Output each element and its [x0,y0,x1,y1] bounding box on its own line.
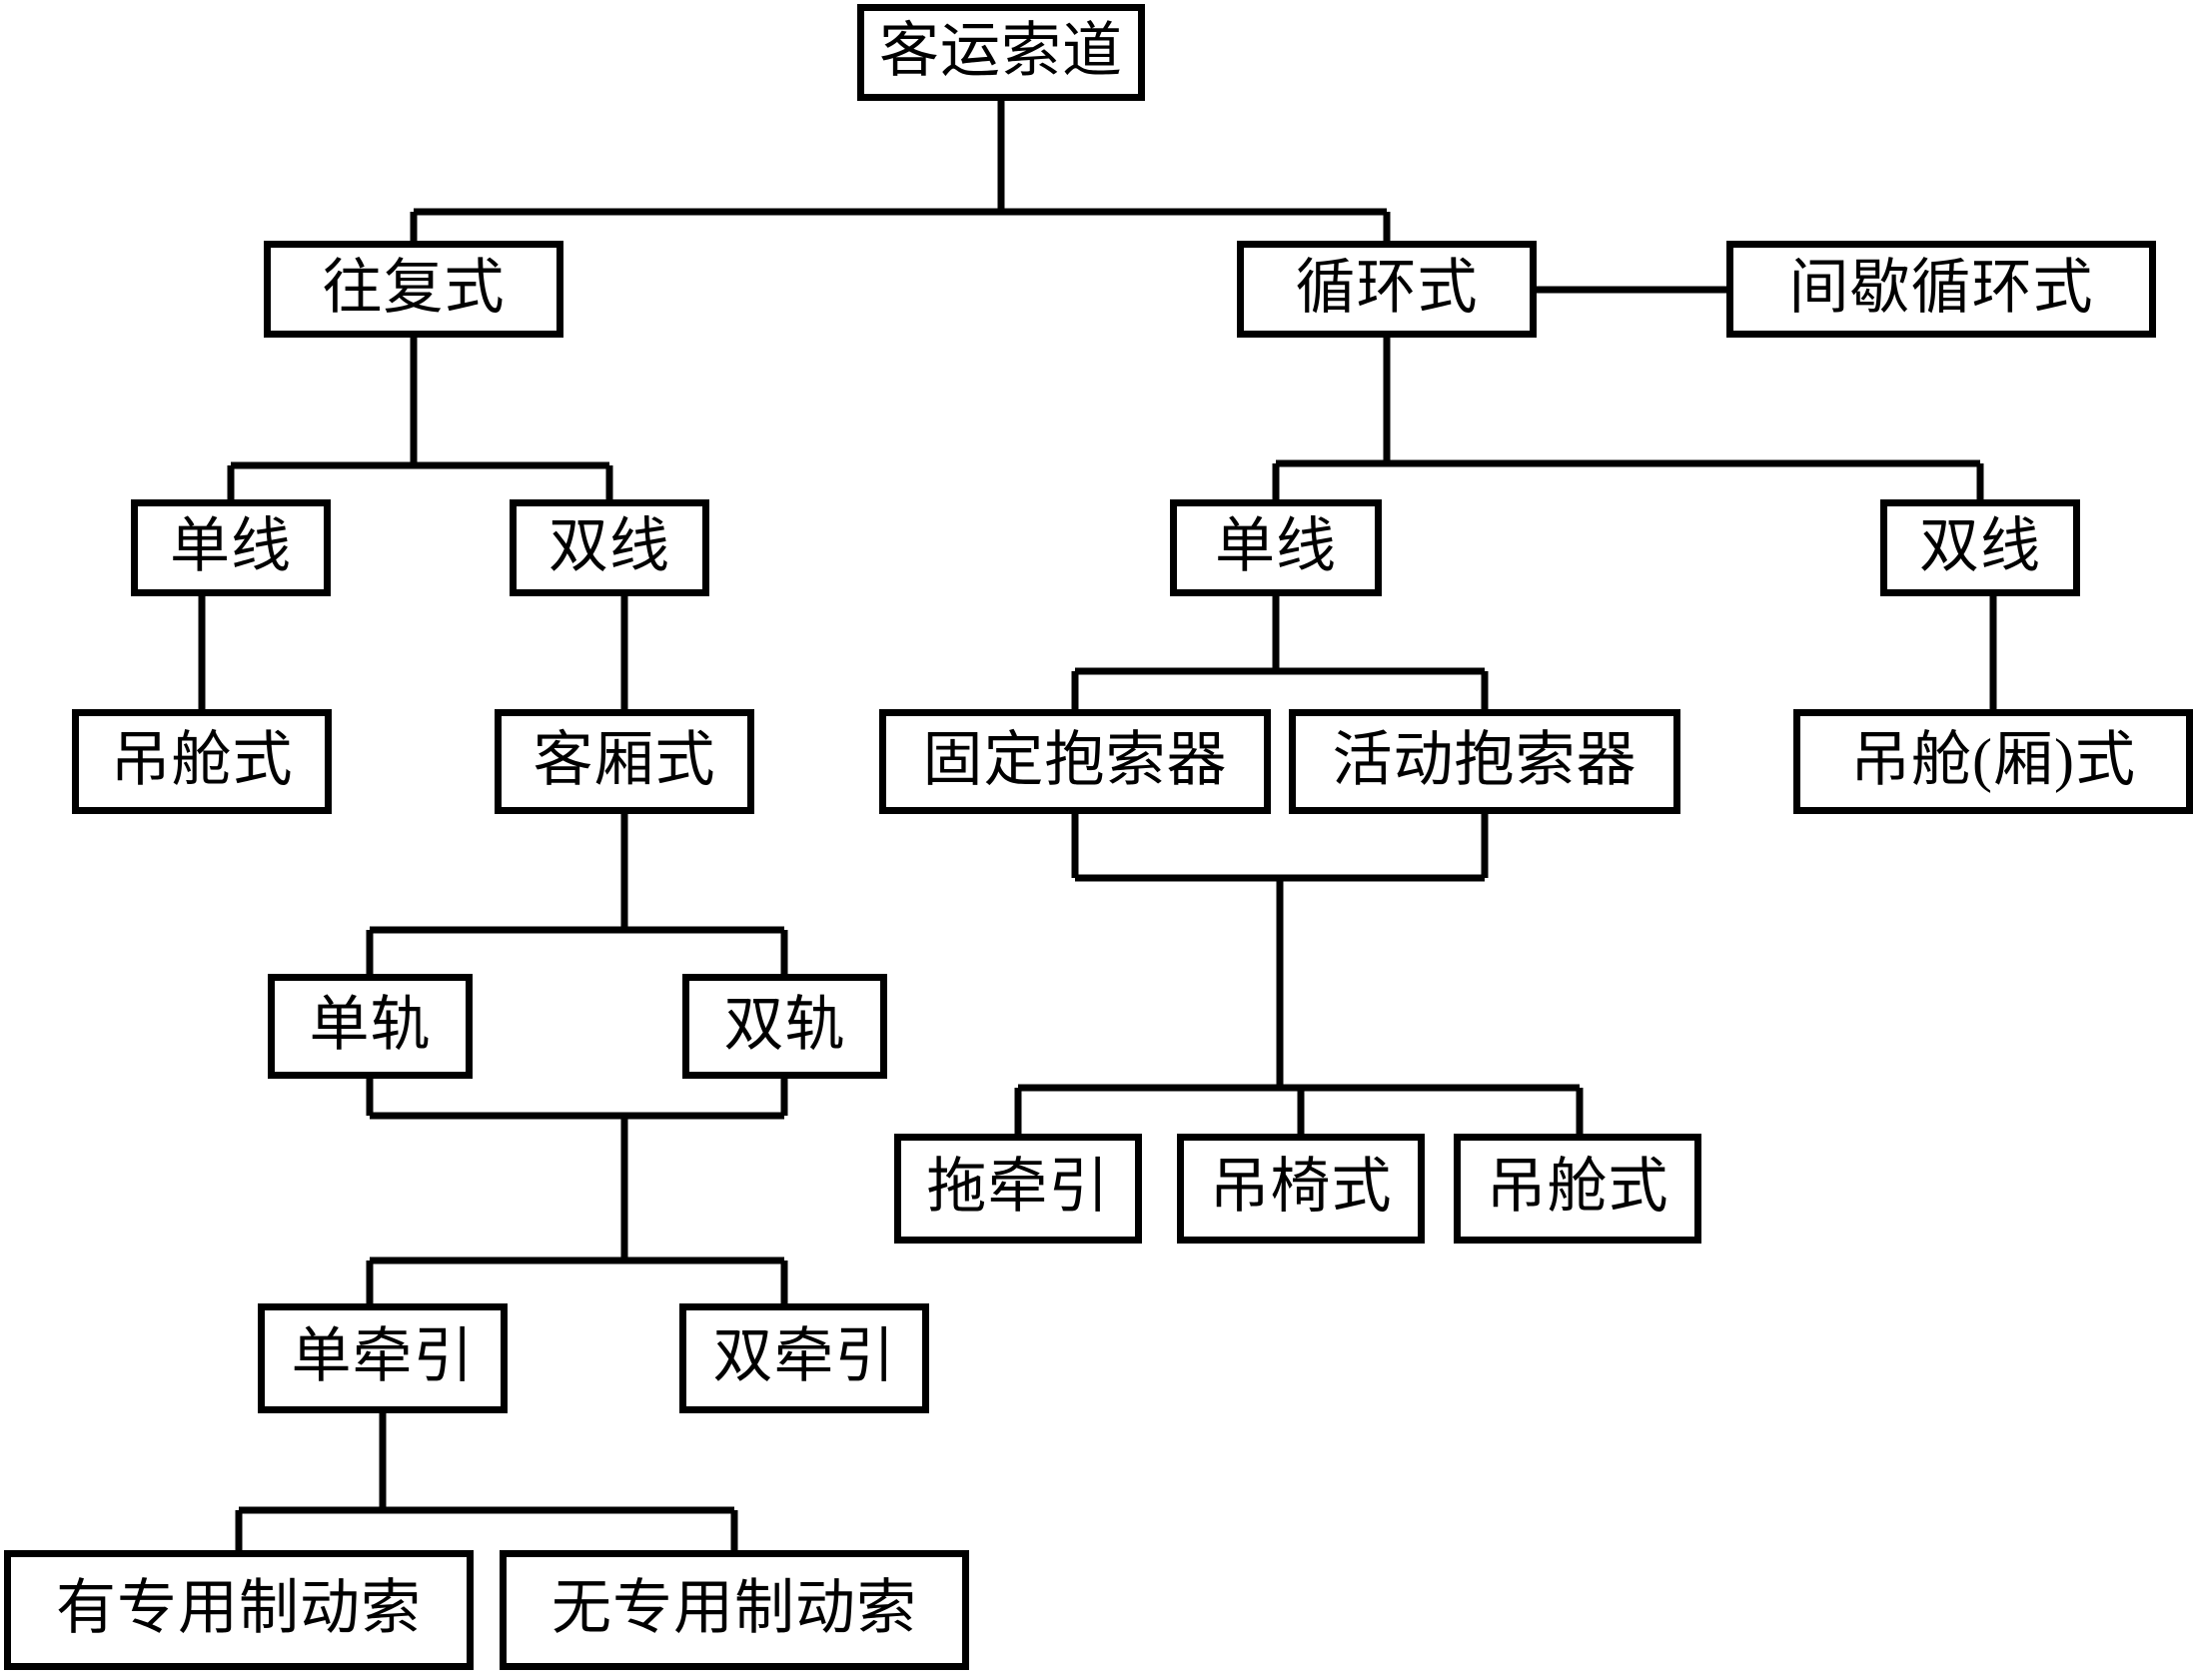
node-double-traction[interactable]: 双牵引 [679,1303,929,1413]
node-monorail[interactable]: 单轨 [268,974,473,1079]
node-label: 双线 [1919,512,2041,579]
node-label: 单轨 [309,991,432,1058]
node-intermittent-circulating[interactable]: 间歇循环式 [1726,241,2156,338]
node-label: 吊椅式 [1209,1154,1393,1220]
node-circulating[interactable]: 循环式 [1237,241,1537,338]
node-label: 双线 [548,512,670,579]
node-reciprocating-cabin[interactable]: 客厢式 [495,709,754,814]
node-label: 吊舱式 [110,726,294,793]
node-label: 固定抱索器 [922,726,1228,793]
node-label: 循环式 [1295,254,1479,321]
node-chair-lift[interactable]: 吊椅式 [1177,1134,1425,1244]
node-label: 单线 [170,512,292,579]
node-circulating-single-line[interactable]: 单线 [1170,499,1382,596]
node-label: 往复式 [322,254,506,321]
node-reciprocating-single-line[interactable]: 单线 [131,499,331,596]
node-label: 吊舱式 [1486,1154,1669,1220]
node-label: 吊舱(厢)式 [1850,726,2136,793]
node-label: 双轨 [723,991,846,1058]
node-reciprocating-double-line[interactable]: 双线 [510,499,709,596]
node-root[interactable]: 客运索道 [857,4,1145,101]
node-label: 有专用制动索 [56,1575,422,1641]
node-detachable-grip[interactable]: 活动抱索器 [1289,709,1680,814]
node-reciprocating[interactable]: 往复式 [264,241,563,338]
node-with-dedicated-brake-rope[interactable]: 有专用制动索 [4,1550,474,1670]
node-without-dedicated-brake-rope[interactable]: 无专用制动索 [500,1550,969,1670]
node-single-traction[interactable]: 单牵引 [258,1303,508,1413]
node-fixed-grip[interactable]: 固定抱索器 [879,709,1271,814]
node-gondola-lift[interactable]: 吊舱式 [1454,1134,1701,1244]
node-circulating-double-line[interactable]: 双线 [1880,499,2080,596]
node-label: 拖牵引 [926,1154,1110,1220]
node-label: 单线 [1215,512,1337,579]
node-label: 间歇循环式 [1788,254,2094,321]
node-dual-rail[interactable]: 双轨 [682,974,887,1079]
node-label: 客运索道 [879,17,1123,84]
node-reciprocating-gondola[interactable]: 吊舱式 [72,709,332,814]
node-label: 双牵引 [712,1323,896,1389]
node-label: 无专用制动索 [551,1575,917,1641]
node-label: 客厢式 [533,726,716,793]
node-label: 活动抱索器 [1332,726,1638,793]
node-tow-lift[interactable]: 拖牵引 [894,1134,1142,1244]
node-circulating-double-gondola-cabin[interactable]: 吊舱(厢)式 [1793,709,2193,814]
node-label: 单牵引 [291,1323,475,1389]
